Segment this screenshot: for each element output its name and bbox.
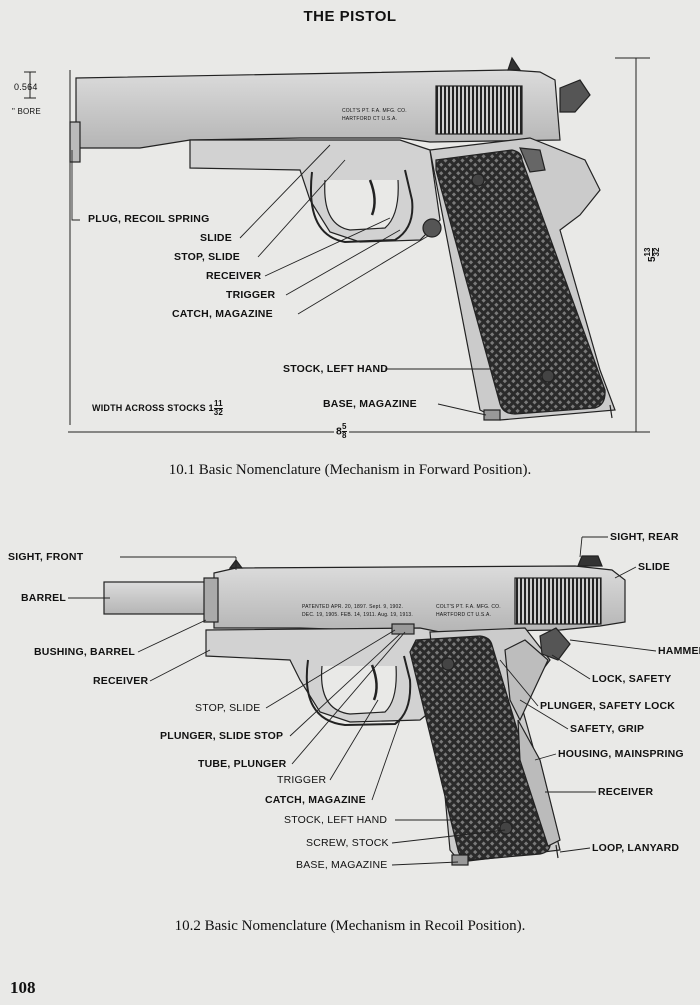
label-plunger-safety-lock: PLUNGER, SAFETY LOCK xyxy=(540,700,676,712)
label-housing-mainspring: HOUSING, MAINSPRING xyxy=(558,748,684,760)
label-catch-magazine: CATCH, MAGAZINE xyxy=(172,308,273,320)
figure1-caption: 10.1 Basic Nomenclature (Mechanism in Fo… xyxy=(168,462,532,478)
label-stock-left-hand: STOCK, LEFT HAND xyxy=(283,363,389,375)
label-catch-magazine: CATCH, MAGAZINE xyxy=(265,794,366,806)
label-tube-plunger: TUBE, PLUNGER xyxy=(198,758,287,770)
figure2-caption: 10.2 Basic Nomenclature (Mechanism in Re… xyxy=(174,918,526,934)
fig1-pistol xyxy=(69,56,616,421)
label-plug-recoil-spring: PLUG, RECOIL SPRING xyxy=(88,213,210,225)
label-receiver-right: RECEIVER xyxy=(598,786,654,798)
fig2-engraving-line3: COLT'S PT. F.A. MFG. CO. xyxy=(436,604,501,610)
label-sight-rear: SIGHT, REAR xyxy=(610,531,679,543)
fig2-engraving-line4: HARTFORD CT U.S.A. xyxy=(436,612,492,618)
page-number: 108 xyxy=(10,978,36,997)
label-safety-grip: SAFETY, GRIP xyxy=(570,723,645,735)
bore-label: " BORE xyxy=(12,107,41,116)
label-stop-slide: STOP, SLIDE xyxy=(174,251,240,263)
label-screw-stock: SCREW, STOCK xyxy=(306,837,389,849)
label-barrel: BARREL xyxy=(21,592,66,604)
label-receiver-left: RECEIVER xyxy=(93,675,149,687)
label-base-magazine: BASE, MAGAZINE xyxy=(296,859,388,871)
label-lock-safety: LOCK, SAFETY xyxy=(592,673,672,685)
fig1-engraving-line2: HARTFORD CT U.S.A. xyxy=(342,116,398,122)
label-stop-slide: STOP, SLIDE xyxy=(195,702,261,714)
label-loop-lanyard: LOOP, LANYARD xyxy=(592,842,680,854)
label-hammer: HAMMER xyxy=(658,645,700,657)
fig2-engraving-line2: DEC. 19, 1905. FEB. 14, 1911. Aug. 19, 1… xyxy=(302,612,413,618)
label-stock-left-hand: STOCK, LEFT HAND xyxy=(284,814,388,826)
label-plunger-slide-stop: PLUNGER, SLIDE STOP xyxy=(160,730,284,742)
fig2-pistol xyxy=(103,555,626,866)
fig1-engraving-line1: COLT'S PT. F.A. MFG. CO. xyxy=(342,108,407,114)
label-slide: SLIDE xyxy=(200,232,232,244)
fig2-engraving-line1: PATENTED APR. 20, 1897. Sept. 9, 1902. xyxy=(302,604,404,610)
page-header: THE PISTOL xyxy=(303,8,397,25)
label-base-magazine: BASE, MAGAZINE xyxy=(323,398,417,410)
fig1-leader-lines xyxy=(71,144,490,416)
label-receiver: RECEIVER xyxy=(206,270,262,282)
label-trigger: TRIGGER xyxy=(226,289,276,301)
label-sight-front: SIGHT, FRONT xyxy=(8,551,84,563)
label-slide: SLIDE xyxy=(638,561,670,573)
bore-value: 0.564 xyxy=(14,82,38,92)
label-bushing-barrel: BUSHING, BARREL xyxy=(34,646,136,658)
label-trigger: TRIGGER xyxy=(277,774,327,786)
fig2-leader-lines xyxy=(68,536,657,866)
